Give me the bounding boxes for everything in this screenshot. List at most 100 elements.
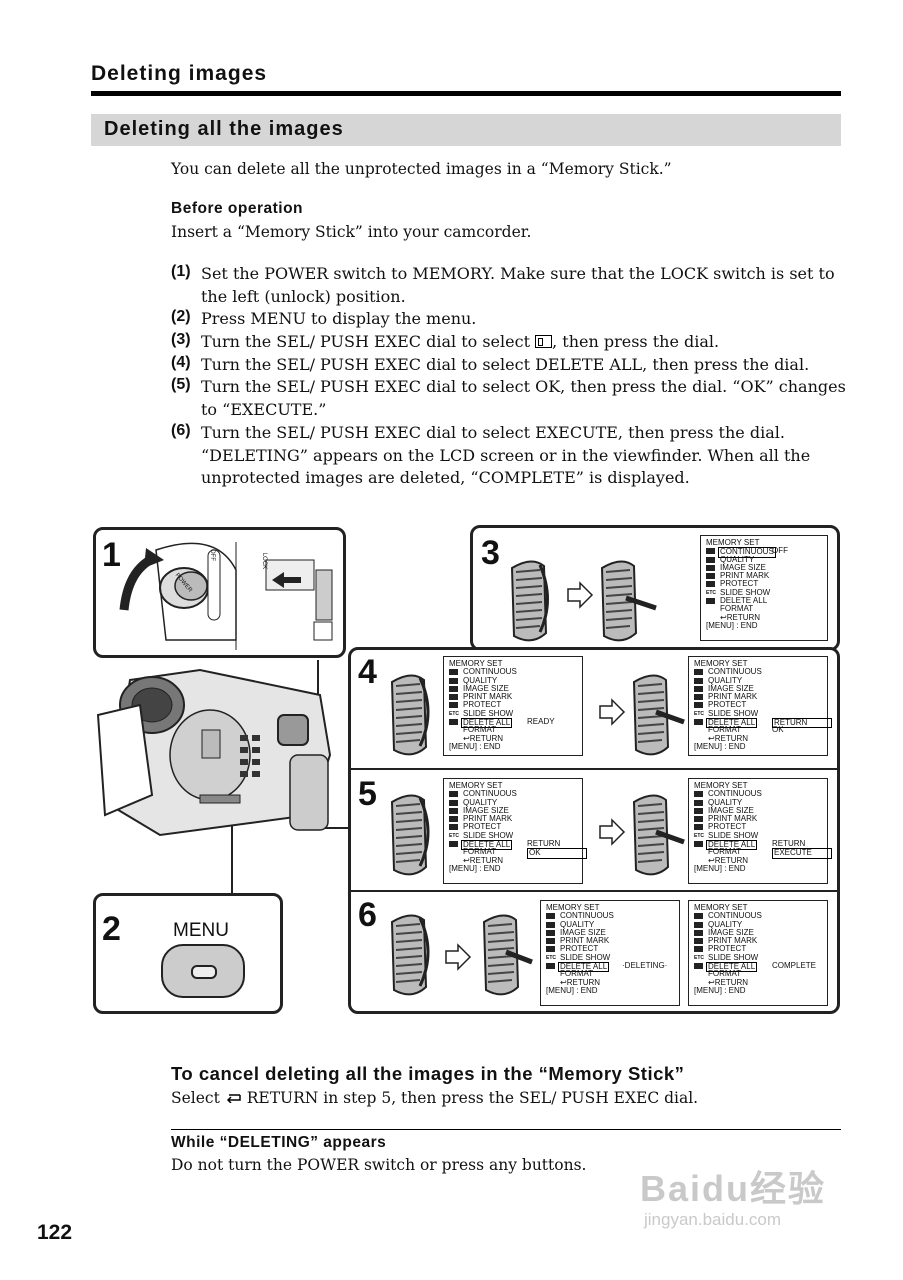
menu-item-label: FORMAT: [708, 969, 742, 979]
menu-item-label: QUALITY: [708, 797, 743, 807]
menu-line: ↩RETURN: [706, 613, 827, 622]
menu-item-label: IMAGE SIZE: [708, 683, 754, 693]
menu-line: QUALITY: [449, 797, 582, 807]
menu-item-icon: [449, 669, 458, 676]
panel-number: 1: [102, 536, 121, 574]
menu-line: QUALITY: [694, 919, 827, 929]
menu-item-icon: [694, 702, 703, 709]
menu-item-label: PRINT MARK: [708, 692, 758, 702]
menu-line: [MENU] : END: [449, 742, 582, 751]
menu-item-label: CONTINUOUS: [708, 911, 762, 921]
menu-line: PROTECT: [449, 701, 582, 709]
menu-line: IMAGE SIZE: [694, 806, 827, 815]
menu-line: IMAGE SIZE: [706, 562, 827, 572]
panel-divider: [350, 890, 838, 892]
menu-item-label: ↩RETURN: [560, 977, 601, 987]
figure-panel-1: 1 POWER OFF LOCK: [93, 527, 346, 658]
menu-item-label: CONTINUOUS: [560, 911, 614, 921]
figure-panel-2: 2 MENU: [93, 893, 283, 1014]
menu-line: MEMORY SET: [694, 659, 827, 668]
menu-item-icon: [449, 677, 458, 684]
menu-item-icon: [694, 938, 703, 945]
menu-line: IMAGE SIZE: [694, 928, 827, 937]
menu-line: PRINT MARK: [694, 814, 827, 823]
menu-line: PROTECT: [449, 823, 582, 831]
menu-side-value: READY: [527, 717, 555, 727]
menu-item-icon: [546, 913, 555, 920]
menu-side-value: RETURN: [772, 839, 806, 849]
menu-line: [MENU] : END: [694, 742, 827, 751]
menu-line: PRINT MARK: [449, 814, 582, 823]
menu-item-icon: [694, 694, 703, 701]
menu-line: CONTINUOUS: [694, 789, 827, 798]
menu-item-label: CONTINUOUS: [463, 789, 517, 799]
menu-item-label: ↩RETURN: [708, 977, 749, 987]
menu-item-label: IMAGE SIZE: [720, 562, 766, 572]
step-2: (2) Press MENU to display the menu.: [171, 308, 851, 331]
menu-item-icon: [449, 807, 458, 814]
panel-number: 3: [481, 534, 500, 572]
menu-item-label: SLIDE SHOW: [463, 708, 514, 718]
menu-line: MEMORY SET: [706, 538, 827, 547]
menu-item-label: QUALITY: [560, 919, 595, 929]
menu-item-label: QUALITY: [463, 797, 498, 807]
menu-item-label: [MENU] : END: [694, 985, 746, 995]
menu-item-icon: [694, 816, 703, 823]
step-text-tail: , then press the dial.: [552, 332, 720, 351]
menu-item-label: ↩RETURN: [463, 733, 504, 743]
menu-item-icon: [546, 946, 555, 953]
menu-item-label: QUALITY: [708, 919, 743, 929]
menu-line: [MENU] : END: [694, 863, 827, 873]
menu-line: PROTECT: [546, 945, 679, 953]
menu-item-label: MEMORY SET: [546, 903, 600, 912]
menu-line: DELETE ALL·DELETING·: [546, 961, 679, 973]
watermark-url: jingyan.baidu.com: [644, 1210, 782, 1229]
menu-item-label: PROTECT: [708, 944, 747, 954]
menu-item-icon: [706, 556, 715, 563]
menu-line: MEMORY SET: [449, 659, 582, 668]
menu-item-icon: [706, 581, 715, 588]
memory-menu-icon: [535, 335, 553, 348]
etc-icon: ETC: [694, 832, 704, 839]
menu-side-value: EXECUTE: [772, 848, 832, 859]
menu-line: MEMORY SET: [546, 903, 679, 912]
menu-line: PROTECT: [694, 823, 827, 831]
cancel-section-title: To cancel deleting all the images in the…: [171, 1063, 685, 1084]
menu-item-label: MEMORY SET: [694, 781, 748, 790]
step-number: (3): [171, 331, 191, 348]
while-deleting-text: Do not turn the POWER switch or press an…: [171, 1156, 587, 1174]
menu-item-label: SLIDE SHOW: [708, 830, 759, 840]
menu-line: [MENU] : END: [706, 621, 827, 630]
menu-side-value: RETURN: [527, 839, 561, 849]
menu-item-icon: [694, 913, 703, 920]
menu-item-label: SLIDE SHOW: [560, 952, 611, 962]
menu-line: FORMAT: [706, 604, 827, 614]
menu-line: DELETE ALL READY: [449, 717, 582, 729]
panel-number-5: 5: [358, 775, 377, 813]
menu-item-icon: [449, 694, 458, 701]
menu-item-icon: [694, 799, 703, 806]
menu-item-icon: [694, 685, 703, 692]
menu-item-icon: [449, 799, 458, 806]
menu-item-label: QUALITY: [463, 675, 498, 685]
menu-item-label: PROTECT: [708, 822, 747, 832]
menu-line: CONTINUOUS: [449, 667, 582, 676]
menu-item-label: MEMORY SET: [449, 781, 503, 790]
step-5: (5) Turn the SEL/ PUSH EXEC dial to sele…: [171, 376, 851, 421]
menu-item-label: [MENU] : END: [694, 863, 746, 873]
menu-item-icon: [694, 719, 703, 726]
menu-item-icon: [449, 719, 458, 726]
step-text: Turn the SEL/ PUSH EXEC dial to select O…: [201, 377, 846, 419]
menu-item-icon: [449, 824, 458, 831]
step-number: (6): [171, 422, 191, 439]
menu-item-label: FORMAT: [720, 604, 754, 614]
menu-line: QUALITY: [694, 676, 827, 685]
power-switch-illustration: [119, 542, 333, 650]
section-title-bar: [91, 114, 841, 146]
step-number: (1): [171, 263, 191, 280]
menu-item-label: DELETE ALL: [461, 718, 513, 729]
